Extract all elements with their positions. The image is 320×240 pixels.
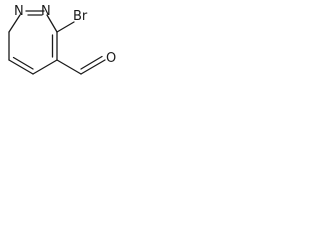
bond-c5-c6 xyxy=(8,59,34,75)
atom-label-n2: N xyxy=(41,4,51,19)
bond-c4-c5 xyxy=(32,59,58,75)
bond-cho-o xyxy=(80,59,106,75)
bond-c5-c6-inner xyxy=(12,56,34,70)
bond-c6-n1-upper xyxy=(8,14,21,33)
ring-bonds xyxy=(8,10,58,75)
atom-label-o: O xyxy=(106,51,116,66)
bond-cho-o-inner xyxy=(80,55,103,70)
chemical-structure: N N Br O xyxy=(8,4,116,75)
bond-c4-cho xyxy=(56,59,82,75)
atom-label-br: Br xyxy=(73,9,88,24)
bond-n2-c3 xyxy=(46,14,58,33)
bond-c3-br xyxy=(56,21,75,33)
atom-label-n1: N xyxy=(14,4,24,19)
